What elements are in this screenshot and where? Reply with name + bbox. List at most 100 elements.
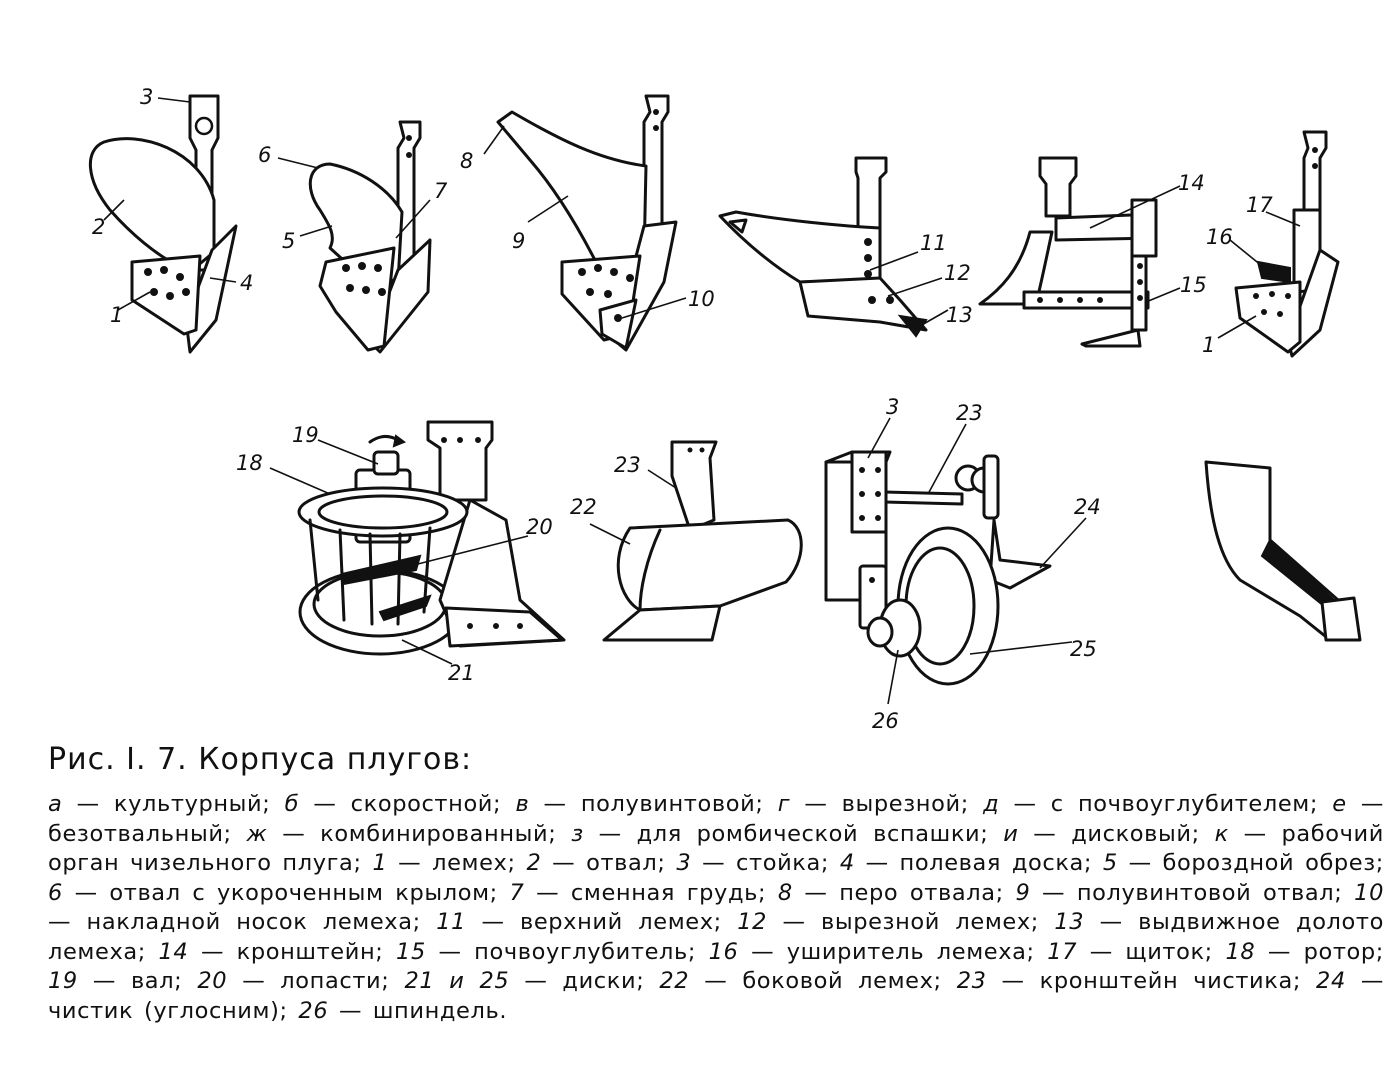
callout-11: 11 xyxy=(920,231,947,255)
legend-entry: 9 — полувинтовой отвал; xyxy=(1015,880,1354,906)
callout-8: 8 xyxy=(460,149,473,173)
legend-key: 8 xyxy=(777,879,793,906)
legend-entry: 17 — щиток; xyxy=(1047,939,1225,965)
legend-text: — перо отвала; xyxy=(792,879,1016,906)
legend-entry: 19 — вал; xyxy=(48,968,197,994)
legend-text: — дисковый; xyxy=(1018,820,1215,847)
legend-entry: 3 — стойка; xyxy=(676,850,840,876)
callout-4: 4 xyxy=(240,271,253,295)
legend-text: — сменная грудь; xyxy=(524,879,778,906)
legend-entry: 14 — кронштейн; xyxy=(159,939,397,965)
callout-13: 13 xyxy=(946,303,973,327)
legend-key: 19 xyxy=(48,968,78,994)
legend-entry: и — дисковый; xyxy=(1003,821,1214,847)
plow-body-disc xyxy=(824,450,1052,686)
legend-entry: в — полувинтовой; xyxy=(515,791,777,817)
legend-text: — чистик (углосним); xyxy=(48,968,1384,1024)
legend-text: — шпиндель. xyxy=(328,997,508,1024)
legend-key: 6 xyxy=(48,879,63,906)
legend-entry: а — культурный; xyxy=(48,791,285,817)
legend-key: 16 xyxy=(708,938,739,965)
callout-7: 7 xyxy=(434,179,448,203)
callout-23a: 23 xyxy=(614,453,641,477)
callout-10: 10 xyxy=(688,287,715,311)
legend-text: — безотвальный; xyxy=(48,791,1385,847)
legend-key: 21 и 25 xyxy=(404,968,510,994)
legend-entry: 7 — сменная грудь; xyxy=(510,880,778,906)
legend-key: 13 xyxy=(1054,909,1085,935)
legend-entry: е — безотвальный; xyxy=(48,791,1384,847)
callout-16: 16 xyxy=(1206,225,1233,249)
callout-26: 26 xyxy=(872,709,899,733)
callout-3a: 3 xyxy=(140,85,153,109)
legend-key: 26 xyxy=(298,997,329,1024)
legend-entry: д — с почвоуглубителем; xyxy=(983,791,1332,817)
legend-entry: 11 — верхний лемех; xyxy=(436,909,737,935)
legend-key: а xyxy=(48,791,63,817)
callout-1b: 1 xyxy=(1202,333,1215,357)
legend-entry: 23 — кронштейн чистика; xyxy=(957,968,1316,994)
legend-text: — отвал; xyxy=(541,850,677,876)
legend-key: 20 xyxy=(197,968,228,994)
plow-body-mouldboardless xyxy=(1234,130,1340,358)
callout-14: 14 xyxy=(1178,171,1205,195)
chisel-plow-tool xyxy=(1204,460,1362,642)
legend-text: — с почвоуглубителем; xyxy=(999,791,1333,817)
legend-entry: 18 — ротор; xyxy=(1225,939,1384,965)
figure-caption-title: Рис. I. 7. Корпуса плугов: xyxy=(48,742,473,777)
legend-entry: 20 — лопасти; xyxy=(197,968,404,994)
legend-entry: з — для ромбической вспашки; xyxy=(571,821,1003,847)
legend-key: в xyxy=(515,791,530,817)
legend-text: — стойка; xyxy=(691,850,840,876)
legend-text: — накладной носок лемеха; xyxy=(48,909,437,935)
legend-key: 17 xyxy=(1047,938,1078,965)
legend-text: — вырезной лемех; xyxy=(767,909,1055,935)
plow-bodies-figure: 1 2 3 4 5 6 7 8 9 10 xyxy=(89,85,1362,733)
legend-entry: 6 — отвал с укороченным крылом; xyxy=(48,880,510,906)
callout-17: 17 xyxy=(1246,193,1273,217)
callout-21: 21 xyxy=(448,661,475,685)
callout-5: 5 xyxy=(282,229,295,253)
callout-20: 20 xyxy=(526,515,553,539)
legend-key: 18 xyxy=(1225,938,1256,965)
legend-entry: 26 — шпиндель. xyxy=(298,998,507,1024)
legend-entry: 24 — чистик (углосним); xyxy=(48,968,1384,1024)
legend-text: — отвал с укороченным крылом; xyxy=(62,879,510,906)
legend-key: 5 xyxy=(1102,850,1118,876)
legend-key: е xyxy=(1332,791,1347,817)
legend-entry: 2 — отвал; xyxy=(526,850,676,876)
legend-key: 2 xyxy=(526,850,542,876)
legend-text: — боковой лемех; xyxy=(689,968,957,994)
figure-legend: а — культурный; б — скоростной; в — полу… xyxy=(48,790,1384,1026)
plow-body-with-subsoiler xyxy=(978,156,1158,348)
legend-key: 7 xyxy=(509,879,525,906)
legend-entry: к — рабочий орган чизельного плуга; xyxy=(48,821,1384,877)
legend-key: ж xyxy=(246,820,268,847)
legend-key: 11 xyxy=(436,909,467,935)
callout-19: 19 xyxy=(292,423,319,447)
callout-25: 25 xyxy=(1070,637,1097,661)
callout-3b: 3 xyxy=(886,395,899,419)
legend-text: — выдвижное долото лемеха; xyxy=(48,909,1384,965)
legend-text: — верхний лемех; xyxy=(466,909,738,935)
legend-entry: 1 — лемех; xyxy=(372,850,526,876)
legend-text: — уширитель лемеха; xyxy=(738,938,1048,965)
legend-entry: г — вырезной; xyxy=(778,791,983,817)
callout-9: 9 xyxy=(512,229,525,253)
legend-key: 23 xyxy=(956,968,987,994)
legend-text: — комбинированный; xyxy=(267,820,572,847)
callout-12: 12 xyxy=(944,261,971,285)
legend-key: 12 xyxy=(737,909,768,935)
plow-body-cultural xyxy=(89,94,238,354)
callout-24: 24 xyxy=(1074,495,1101,519)
legend-entry: 22 — боковой лемех; xyxy=(659,968,956,994)
legend-text: — диски; xyxy=(509,968,660,994)
legend-key: 15 xyxy=(396,938,426,965)
legend-text: — полувинтовой; xyxy=(529,791,778,817)
legend-text: — кронштейн; xyxy=(188,938,397,965)
legend-key: б xyxy=(284,791,300,817)
legend-text: — культурный; xyxy=(62,791,285,817)
legend-key: 24 xyxy=(1316,968,1346,994)
legend-text: — полувинтовой отвал; xyxy=(1030,879,1355,906)
legend-text: — бороздной обрез; xyxy=(1117,850,1384,876)
